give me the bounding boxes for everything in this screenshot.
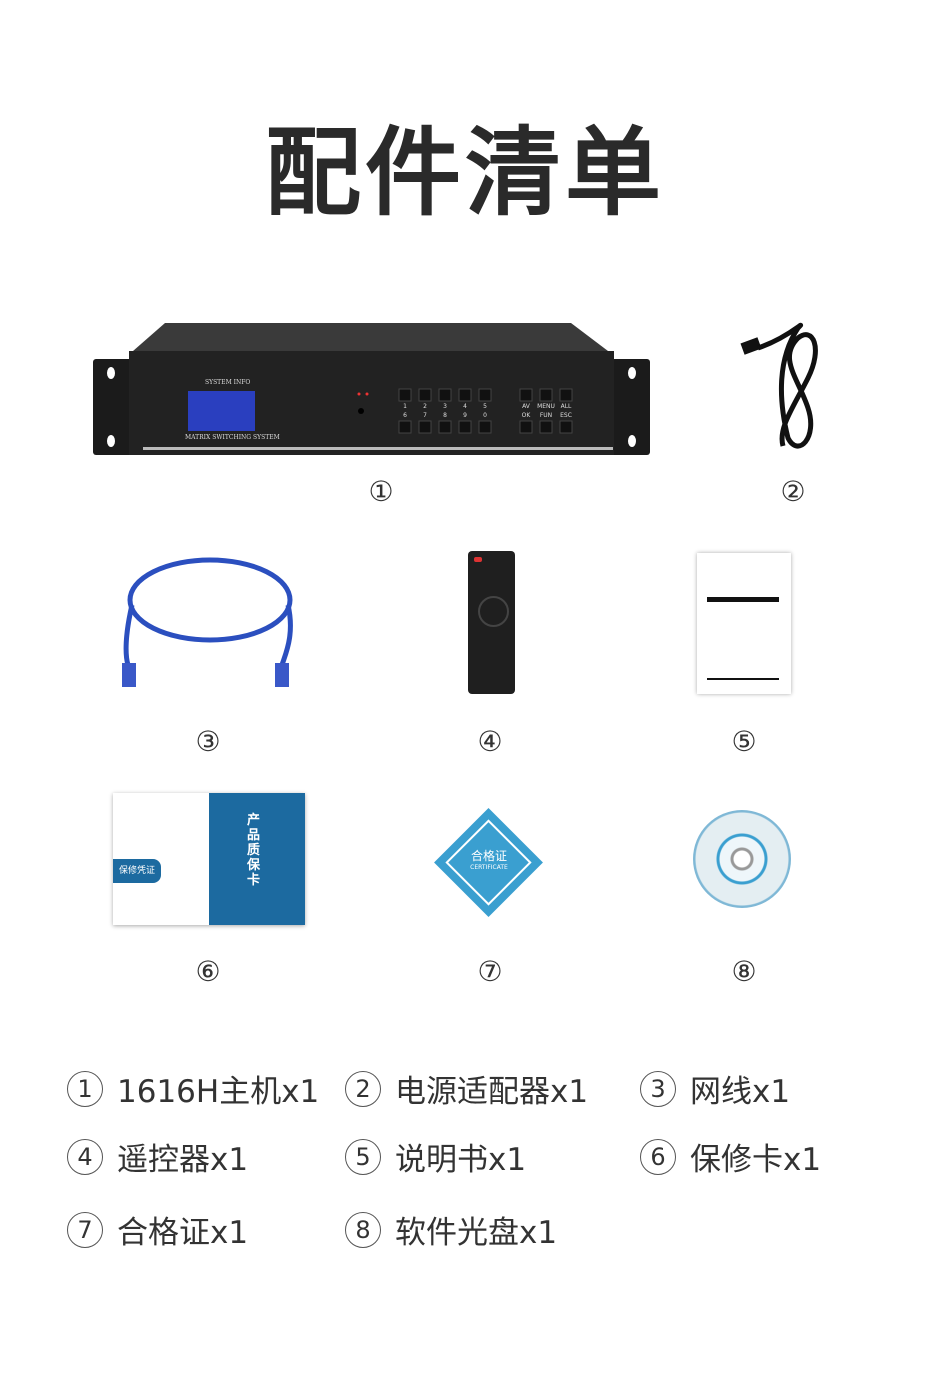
legend-text: 合格证x1: [117, 1215, 249, 1251]
system-info-label: SYSTEM INFO: [205, 379, 251, 386]
button-label: 3: [443, 403, 447, 410]
legend-number: 1: [67, 1070, 103, 1107]
marker-6: ⑥: [195, 955, 221, 988]
legend-text: 网线x1: [690, 1074, 791, 1110]
legend-text: 电源适配器x1: [395, 1074, 589, 1110]
all-button-label: ALL: [560, 403, 572, 410]
button-label: 9: [463, 412, 467, 419]
ok-button-label: OK: [521, 412, 531, 419]
page-title: 配件清单: [265, 116, 665, 229]
fun-button-label: FUN: [539, 412, 553, 419]
matrix-host-image: SYSTEM INFO MATRIX SWITCHING SYSTEM 1 2 …: [93, 323, 650, 456]
marker-8: ⑧: [731, 955, 757, 988]
legend-item-6: 6 保修卡x1: [640, 1134, 821, 1179]
warranty-card-image: 保修凭证 产品质保卡: [113, 793, 305, 925]
esc-button-label: ESC: [560, 412, 572, 419]
marker-5: ⑤: [731, 725, 757, 758]
marker-4: ④: [477, 725, 503, 758]
button-label: 6: [403, 412, 407, 419]
marker-2: ②: [780, 475, 806, 508]
legend-number: 3: [640, 1070, 676, 1107]
button-label: 2: [423, 403, 427, 410]
certificate-title: 合格证: [470, 849, 507, 863]
marker-7: ⑦: [477, 955, 503, 988]
button-label: 5: [483, 403, 487, 410]
power-adapter-image: [738, 318, 822, 458]
legend-text: 保修卡x1: [690, 1142, 822, 1178]
av-button-label: AV: [522, 403, 530, 410]
network-cable-image: [110, 555, 320, 699]
button-label: 8: [443, 412, 447, 419]
legend-item-2: 2 电源适配器x1: [345, 1066, 588, 1111]
legend-item-7: 7 合格证x1: [67, 1207, 248, 1252]
software-cd-image: [693, 810, 791, 908]
legend-number: 2: [345, 1070, 381, 1107]
marker-1: ①: [368, 475, 394, 508]
button-label: 0: [483, 412, 487, 419]
menu-button-label: MENU: [537, 403, 555, 410]
legend-number: 6: [640, 1138, 676, 1175]
legend-item-8: 8 软件光盘x1: [345, 1207, 557, 1252]
button-label: 7: [423, 412, 427, 419]
legend-item-3: 3 网线x1: [640, 1066, 790, 1111]
marker-3: ③: [195, 725, 221, 758]
legend-text: 说明书x1: [395, 1142, 527, 1178]
legend-number: 5: [345, 1138, 381, 1175]
button-label: 1: [403, 403, 407, 410]
warranty-card-title: 产品质保卡: [247, 813, 261, 888]
legend-text: 遥控器x1: [117, 1142, 249, 1178]
legend-number: 4: [67, 1138, 103, 1175]
legend-item-4: 4 遥控器x1: [67, 1134, 248, 1179]
certificate-subtitle: CERTIFICATE: [470, 864, 508, 871]
legend-item-1: 1 1616H主机x1: [67, 1066, 319, 1111]
legend-number: 8: [345, 1211, 381, 1248]
matrix-system-label: MATRIX SWITCHING SYSTEM: [185, 434, 280, 441]
remote-control-image: [468, 551, 515, 694]
button-label: 4: [463, 403, 467, 410]
legend-number: 7: [67, 1211, 103, 1248]
legend-text: 1616H主机x1: [117, 1074, 320, 1110]
legend-item-5: 5 说明书x1: [345, 1134, 526, 1179]
legend-text: 软件光盘x1: [395, 1215, 558, 1251]
warranty-left-label: 保修凭证: [113, 859, 161, 883]
manual-image: [697, 553, 791, 694]
